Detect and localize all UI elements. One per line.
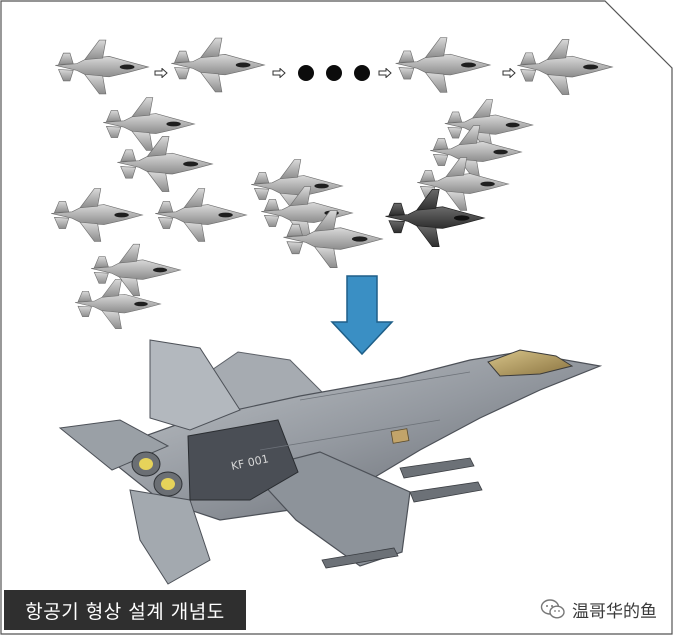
top-evolution-row (54, 37, 613, 95)
external-store (399, 457, 475, 479)
engine-nozzle-inner (139, 458, 153, 470)
canopy (487, 349, 574, 377)
ellipsis-dot (326, 65, 342, 81)
ellipsis-dot (298, 65, 314, 81)
down-arrow-icon (330, 275, 394, 356)
external-store (321, 547, 399, 569)
caption-text: 항공기 형상 설계 개념도 (25, 600, 225, 623)
ellipsis-dot (354, 65, 370, 81)
external-store (409, 481, 483, 503)
watermark-text: 温哥华的鱼 (572, 601, 657, 622)
caption-box: 항공기 형상 설계 개념도 (4, 590, 246, 630)
air-intake-panel (390, 428, 410, 444)
final-fighter-render: KF 001 (58, 339, 603, 585)
watermark: 温哥华的鱼 (540, 597, 657, 622)
engine-nozzle-inner (161, 478, 175, 490)
wechat-icon (540, 599, 565, 619)
